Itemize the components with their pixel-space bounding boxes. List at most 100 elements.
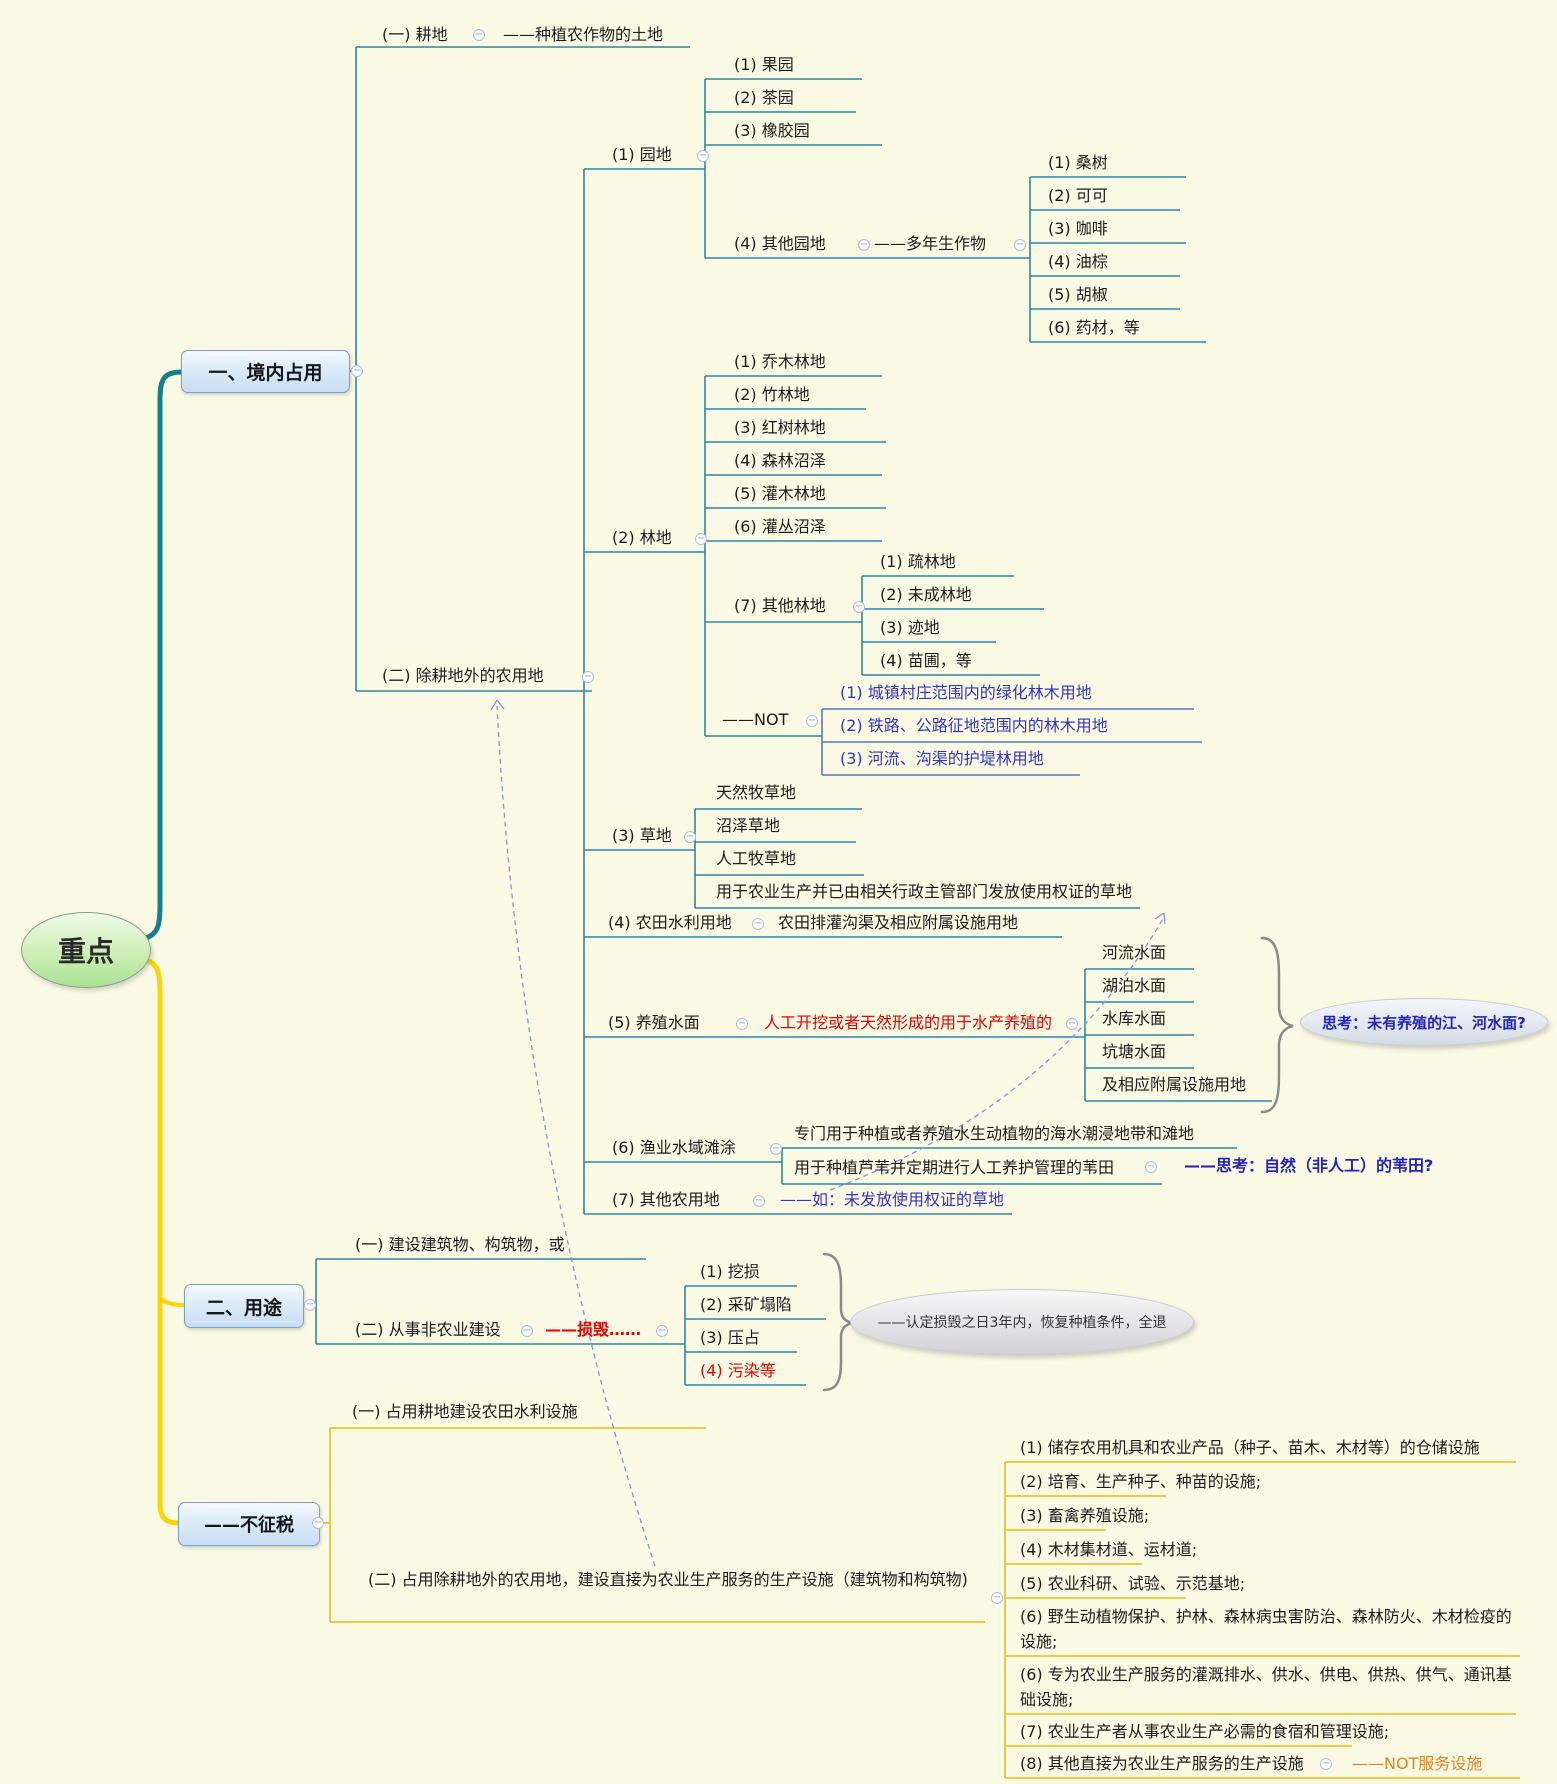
tree-node[interactable]: (2) 竹林地 [734,385,810,404]
tree-node[interactable]: (7) 农业生产者从事农业生产必需的食宿和管理设施; [1020,1722,1390,1741]
collapse-icon[interactable] [473,29,485,41]
node-not[interactable]: ——NOT [722,710,789,729]
node-qitalindi[interactable]: (7) 其他林地 [734,596,826,615]
tree-node[interactable]: (3) 河流、沟渠的护堤林用地 [840,749,1044,768]
node-gengdi-note[interactable]: ——种植农作物的土地 [503,25,664,44]
collapse-icon[interactable] [736,1018,748,1030]
tree-node[interactable]: (2) 铁路、公路征地范围内的林木用地 [840,716,1108,735]
collapse-icon[interactable] [806,715,818,727]
node-lindi[interactable]: (2) 林地 [612,528,672,547]
node-zhanyong-gengdi[interactable]: (一) 占用耕地建设农田水利设施 [352,1402,578,1421]
collapse-icon[interactable] [753,1195,765,1207]
collapse-icon[interactable] [991,1592,1003,1604]
node-jianshe[interactable]: (一) 建设建筑物、构筑物，或 [355,1235,565,1254]
collapse-icon[interactable] [858,239,870,251]
node-zhanyong-nongyongdi[interactable]: (二) 占用除耕地外的农用地，建设直接为农业生产服务的生产设施（建筑物和构筑物) [368,1570,968,1589]
tree-node[interactable]: (3) 畜禽养殖设施; [1020,1506,1150,1525]
topic-jingneizhanyong[interactable]: 一、境内占用 [181,350,350,393]
node-yangzhi[interactable]: (5) 养殖水面 [608,1013,700,1032]
tree-node[interactable]: (1) 储存农用机具和农业产品（种子、苗木、木材等）的仓储设施 [1020,1438,1480,1457]
collapse-icon[interactable] [521,1325,533,1337]
collapse-icon[interactable] [695,533,707,545]
tree-node[interactable]: (3) 红树林地 [734,418,826,437]
collapse-icon[interactable] [853,601,865,613]
collapse-icon[interactable] [351,365,363,377]
trunk-branch2 [158,1296,186,1307]
tree-node[interactable]: (4) 木材集材道、运材道; [1020,1540,1198,1559]
tree-node[interactable]: 河流水面 [1102,943,1167,962]
tree-node[interactable]: (1) 疏林地 [880,552,956,571]
tree-node[interactable]: (5) 灌木林地 [734,484,826,503]
node-feinongye[interactable]: (二) 从事非农业建设 [355,1320,501,1339]
node-qitayuandi-note[interactable]: ——多年生作物 [874,234,987,253]
tree-node[interactable]: 用于种植芦苇并定期进行人工养护管理的苇田 [794,1158,1115,1177]
tree-node[interactable]: 天然牧草地 [716,783,797,802]
tree-node[interactable]: (6) 灌丛沼泽 [734,517,826,536]
node-yuandi[interactable]: (1) 园地 [612,145,672,164]
collapse-icon[interactable] [1014,239,1026,251]
node-not-fuwu-note[interactable]: ——NOT服务设施 [1352,1754,1483,1773]
tree-node[interactable]: (2) 培育、生产种子、种苗的设施; [1020,1472,1262,1491]
tree-node[interactable]: (4) 苗圃，等 [880,651,972,670]
tree-node[interactable]: 沼泽草地 [716,816,781,835]
node-yuye[interactable]: (6) 渔业水域滩涂 [612,1138,736,1157]
collapse-icon[interactable] [752,918,764,930]
tree-node[interactable]: 人工牧草地 [716,849,797,868]
tree-node[interactable]: (5) 胡椒 [1048,285,1108,304]
tree-node[interactable]: (4) 污染等 [700,1361,776,1380]
root-node[interactable]: 重点 [21,912,151,988]
tree-node[interactable]: 坑塘水面 [1102,1042,1167,1061]
node-weitian-note[interactable]: ——思考：自然（非人工）的苇田? [1184,1156,1434,1175]
tree-node[interactable]: (3) 压占 [700,1328,760,1347]
tree-node[interactable]: (3) 橡胶园 [734,121,810,140]
tree-node[interactable]: (2) 未成林地 [880,585,972,604]
tree-node[interactable]: (8) 其他直接为农业生产服务的生产设施 [1020,1754,1304,1773]
node-gengdi[interactable]: (一) 耕地 [382,25,448,44]
tree-node[interactable]: 及相应附属设施用地 [1102,1075,1247,1094]
topic-yongtu[interactable]: 二、用途 [184,1284,304,1328]
tree-node[interactable]: (1) 乔木林地 [734,352,826,371]
node-qitayuandi[interactable]: (4) 其他园地 [734,234,826,253]
callout-sikao-shuimian[interactable]: 思考：未有养殖的江、河水面? [1300,998,1548,1046]
tree-node[interactable]: (6) 专为农业生产服务的灌溉排水、供水、供电、供热、供气、通讯基础设施; [1020,1665,1512,1709]
node-nongtianshuili-note[interactable]: 农田排灌沟渠及相应附属设施用地 [778,913,1019,932]
topic-buzhengshui[interactable]: ——不征税 [178,1502,320,1546]
tree-node[interactable]: (2) 可可 [1048,186,1108,205]
collapse-icon[interactable] [770,1143,782,1155]
node-yangzhi-note[interactable]: 人工开挖或者天然形成的用于水产养殖的 [764,1013,1053,1032]
collapse-icon[interactable] [1320,1758,1332,1770]
tree-node[interactable]: (6) 药材，等 [1048,318,1140,337]
collapse-icon[interactable] [684,831,696,843]
collapse-icon[interactable] [656,1325,668,1337]
tree-node[interactable]: (3) 迹地 [880,618,940,637]
callout-sunhui-tuishui[interactable]: ——认定损毁之日3年内，恢复种植条件，全退 [850,1289,1194,1355]
tree-node[interactable]: 湖泊水面 [1102,976,1167,995]
collapse-icon[interactable] [697,150,709,162]
collapse-icon[interactable] [582,671,594,683]
node-caodi[interactable]: (3) 草地 [612,826,672,845]
tree-node[interactable]: (4) 油棕 [1048,252,1108,271]
collapse-icon[interactable] [1066,1018,1078,1030]
tree-node[interactable]: 水库水面 [1102,1009,1167,1028]
collapse-icon[interactable] [1145,1161,1157,1173]
node-sunhui-note[interactable]: ——损毁…… [545,1320,642,1339]
tree-node[interactable]: 专门用于种植或者养殖水生动植物的海水潮浸地带和滩地 [794,1124,1195,1143]
tree-node[interactable]: (2) 采矿塌陷 [700,1295,792,1314]
tree-node[interactable]: 用于农业生产并已由相关行政主管部门发放使用权证的草地 [716,882,1133,901]
tree-node[interactable]: (5) 农业科研、试验、示范基地; [1020,1574,1246,1593]
tree-node[interactable]: (1) 果园 [734,55,794,74]
node-qitanongyongdi-note[interactable]: ——如：未发放使用权证的草地 [780,1190,1005,1209]
tree-node[interactable]: (6) 野生动植物保护、护林、森林病虫害防治、森林防火、木材检疫的设施; [1020,1607,1512,1651]
tree-node[interactable]: (1) 挖损 [700,1262,760,1281]
tree-node[interactable]: (1) 城镇村庄范围内的绿化林木用地 [840,683,1092,702]
brace-water [1260,936,1294,1114]
collapse-icon[interactable] [304,1299,316,1311]
node-nongtianshuili[interactable]: (4) 农田水利用地 [608,913,732,932]
tree-node[interactable]: (3) 咖啡 [1048,219,1108,238]
node-nongyongdi[interactable]: (二) 除耕地外的农用地 [382,666,544,685]
tree-node[interactable]: (4) 森林沼泽 [734,451,826,470]
tree-node[interactable]: (2) 茶园 [734,88,794,107]
tree-node[interactable]: (1) 桑树 [1048,153,1108,172]
node-qitanongyongdi[interactable]: (7) 其他农用地 [612,1190,720,1209]
collapse-icon[interactable] [312,1517,324,1529]
